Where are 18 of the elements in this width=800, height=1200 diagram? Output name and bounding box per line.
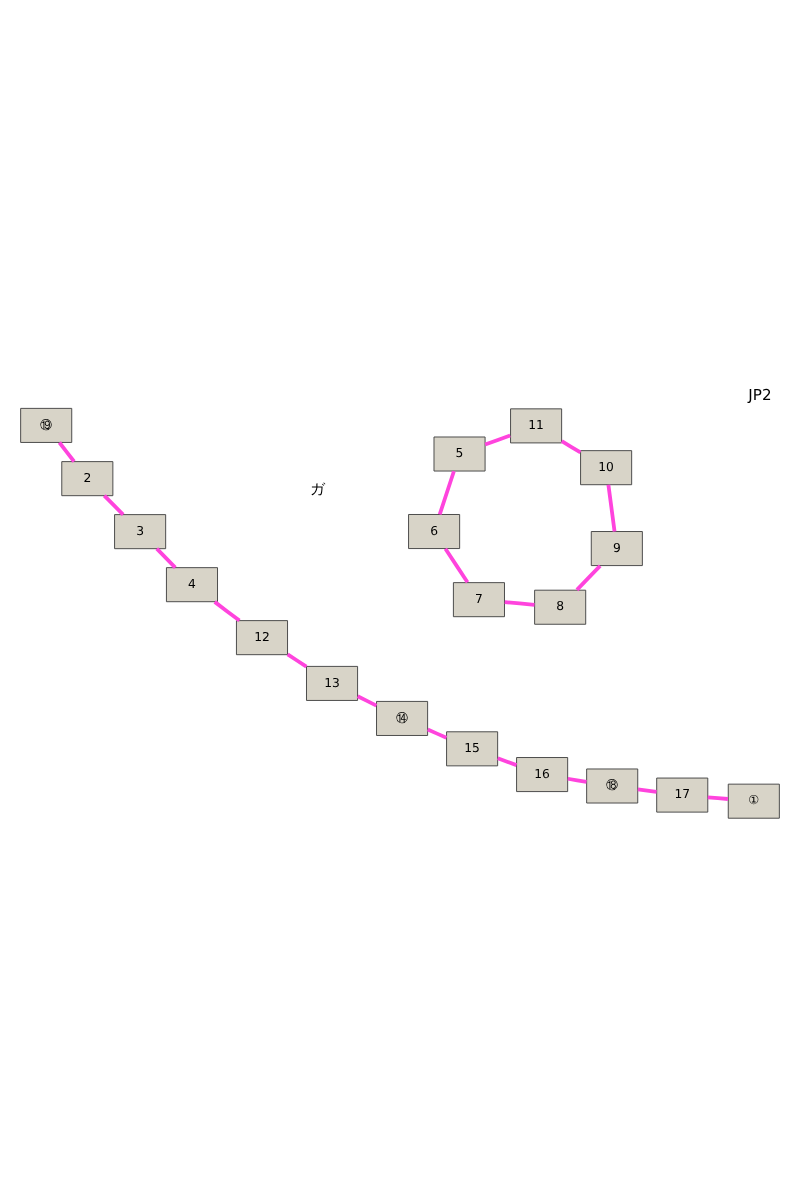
connector <box>213 599 241 622</box>
connector <box>57 440 76 462</box>
connector <box>286 651 308 668</box>
connector <box>497 755 518 766</box>
connector <box>437 469 456 514</box>
connector <box>356 693 378 707</box>
connector <box>575 563 602 591</box>
connector <box>567 775 587 783</box>
connector <box>560 438 582 453</box>
connector <box>102 493 125 515</box>
connector <box>484 432 511 446</box>
connector <box>427 726 448 739</box>
connector <box>504 599 535 606</box>
connector <box>443 546 470 583</box>
connector <box>606 483 617 531</box>
connector <box>155 546 177 568</box>
connector <box>637 786 657 793</box>
connector <box>707 794 729 800</box>
